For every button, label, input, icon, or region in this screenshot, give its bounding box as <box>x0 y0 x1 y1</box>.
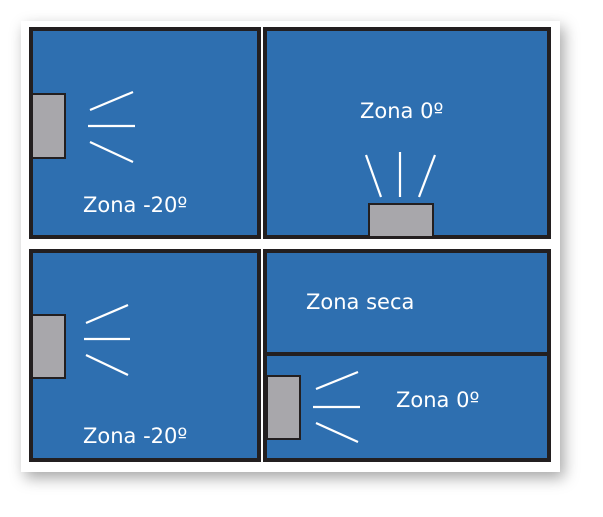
airflow-icon <box>364 152 437 198</box>
heater-unit <box>31 93 66 159</box>
zone-label: Zona 0º <box>396 388 479 412</box>
room-top-right <box>263 27 551 239</box>
zone-label: Zona 0º <box>360 99 443 123</box>
room-top-left <box>29 27 261 239</box>
airflow-icon <box>313 370 360 444</box>
room-bottom-left <box>29 249 261 462</box>
zone-label: Zona -20º <box>83 424 187 448</box>
heater-unit <box>31 314 66 379</box>
heater-unit <box>368 203 434 238</box>
airflow-icon <box>84 303 130 376</box>
heater-unit <box>266 375 301 440</box>
zone-label: Zona seca <box>306 290 414 314</box>
zone-label: Zona -20º <box>83 193 187 217</box>
airflow-icon <box>88 90 135 163</box>
